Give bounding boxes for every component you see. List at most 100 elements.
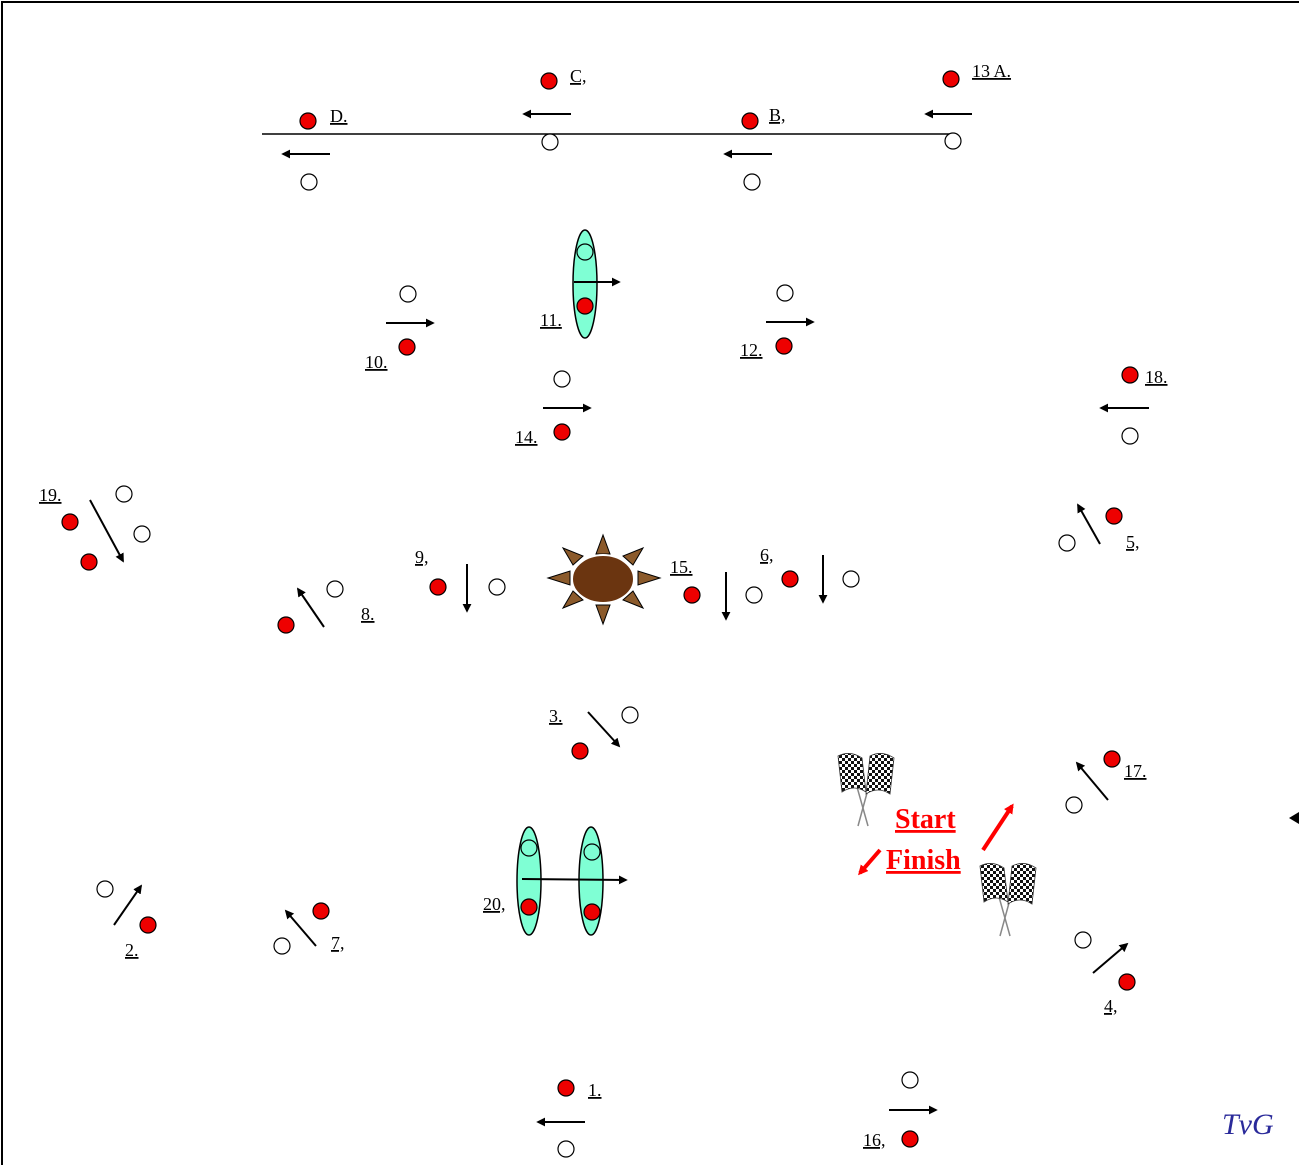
cone-set-7: 7, xyxy=(274,903,345,954)
cone-set-3: 3. xyxy=(549,706,638,759)
white-cone xyxy=(558,1141,574,1157)
arrow xyxy=(298,589,324,627)
arrow xyxy=(114,886,141,925)
finish-label: Finish xyxy=(886,845,961,876)
checkered-flags-icon xyxy=(838,753,894,826)
arrow xyxy=(522,879,626,880)
cone-label-14: 14. xyxy=(515,427,538,447)
gate-oval xyxy=(573,230,597,338)
cone-set-4: 4, xyxy=(1075,932,1135,1016)
cone-label-d: D. xyxy=(330,106,348,126)
cone-label-3: 3. xyxy=(549,706,563,726)
cone-label-20: 20, xyxy=(483,894,506,914)
finish-arrow xyxy=(860,850,880,873)
white-cone xyxy=(400,286,416,302)
sun-ray xyxy=(596,535,610,554)
cone-label-18: 18. xyxy=(1145,367,1168,387)
cone-label-19: 19. xyxy=(39,485,62,505)
sun-body xyxy=(572,555,634,603)
red-cone xyxy=(1106,508,1122,524)
white-cone xyxy=(1059,535,1075,551)
cone-label-9: 9, xyxy=(415,547,429,567)
cone-set-1: 1. xyxy=(538,1080,602,1157)
arrow xyxy=(1093,944,1127,973)
red-cone xyxy=(554,424,570,440)
cone-label-13a: 13 A. xyxy=(972,61,1011,81)
red-cone xyxy=(430,579,446,595)
red-cone xyxy=(684,587,700,603)
white-cone xyxy=(134,526,150,542)
cone-set-12: 12. xyxy=(740,285,813,360)
cone-set-c: C, xyxy=(524,66,587,150)
cone-label-2: 2. xyxy=(125,940,139,960)
cone-set-17: 17. xyxy=(1066,751,1147,813)
red-cone xyxy=(558,1080,574,1096)
white-cone xyxy=(1066,797,1082,813)
red-cone xyxy=(902,1131,918,1147)
red-cone xyxy=(1104,751,1120,767)
cone-set-8: 8. xyxy=(278,581,375,633)
cone-set-5: 5, xyxy=(1059,505,1140,552)
white-cone xyxy=(902,1072,918,1088)
red-cone xyxy=(81,554,97,570)
cone-label-8: 8. xyxy=(361,604,375,624)
red-cone xyxy=(62,514,78,530)
start-finish-area: Start Finish xyxy=(838,753,1036,936)
white-cone xyxy=(116,486,132,502)
cone-set-18: 18. xyxy=(1101,367,1168,444)
white-cone xyxy=(554,371,570,387)
cone-set-6: 6, xyxy=(760,545,859,602)
red-cone xyxy=(742,113,758,129)
red-cone xyxy=(1122,367,1138,383)
cone-set-9: 9, xyxy=(415,547,505,611)
cone-set-15: 15. xyxy=(670,557,762,619)
white-cone xyxy=(744,174,760,190)
arrow xyxy=(1078,505,1100,544)
red-cone xyxy=(313,903,329,919)
offscreen-arrow-head xyxy=(1289,812,1299,824)
gate-oval xyxy=(517,827,541,935)
sun-ray xyxy=(548,571,570,585)
red-cone xyxy=(577,298,593,314)
white-cone xyxy=(622,707,638,723)
red-cone xyxy=(572,743,588,759)
cone-set-16: 16, xyxy=(863,1072,936,1150)
cone-label-6: 6, xyxy=(760,545,774,565)
cone-label-4: 4, xyxy=(1104,996,1118,1016)
white-cone xyxy=(274,938,290,954)
red-cone xyxy=(140,917,156,933)
cone-set-10: 10. xyxy=(365,286,433,372)
red-cone xyxy=(521,899,537,915)
start-arrow xyxy=(983,806,1012,850)
sun-obstacle xyxy=(548,535,660,624)
start-label: Start xyxy=(895,804,956,835)
cone-label-11: 11. xyxy=(540,310,562,330)
red-cone xyxy=(300,113,316,129)
cone-label-1: 1. xyxy=(588,1080,602,1100)
cone-label-12: 12. xyxy=(740,340,763,360)
cone-set-13a: 13 A. xyxy=(926,61,1011,149)
arrow xyxy=(286,911,316,946)
white-cone xyxy=(777,285,793,301)
red-cone xyxy=(278,617,294,633)
white-cone xyxy=(746,587,762,603)
cone-label-b: B, xyxy=(769,105,786,125)
cone-label-16: 16, xyxy=(863,1130,886,1150)
cone-label-7: 7, xyxy=(331,933,345,953)
white-cone xyxy=(489,579,505,595)
red-cone xyxy=(943,71,959,87)
cone-set-14: 14. xyxy=(515,371,590,447)
cone-set-2: 2. xyxy=(97,881,156,960)
checkered-flags-icon xyxy=(980,863,1036,936)
white-cone xyxy=(1075,932,1091,948)
red-cone xyxy=(541,73,557,89)
signature: TvG xyxy=(1222,1108,1274,1141)
white-cone xyxy=(843,571,859,587)
white-cone xyxy=(301,174,317,190)
cone-set-b: B, xyxy=(725,105,786,190)
cone-label-17: 17. xyxy=(1124,761,1147,781)
arrow xyxy=(588,712,619,746)
cone-label-15: 15. xyxy=(670,557,693,577)
